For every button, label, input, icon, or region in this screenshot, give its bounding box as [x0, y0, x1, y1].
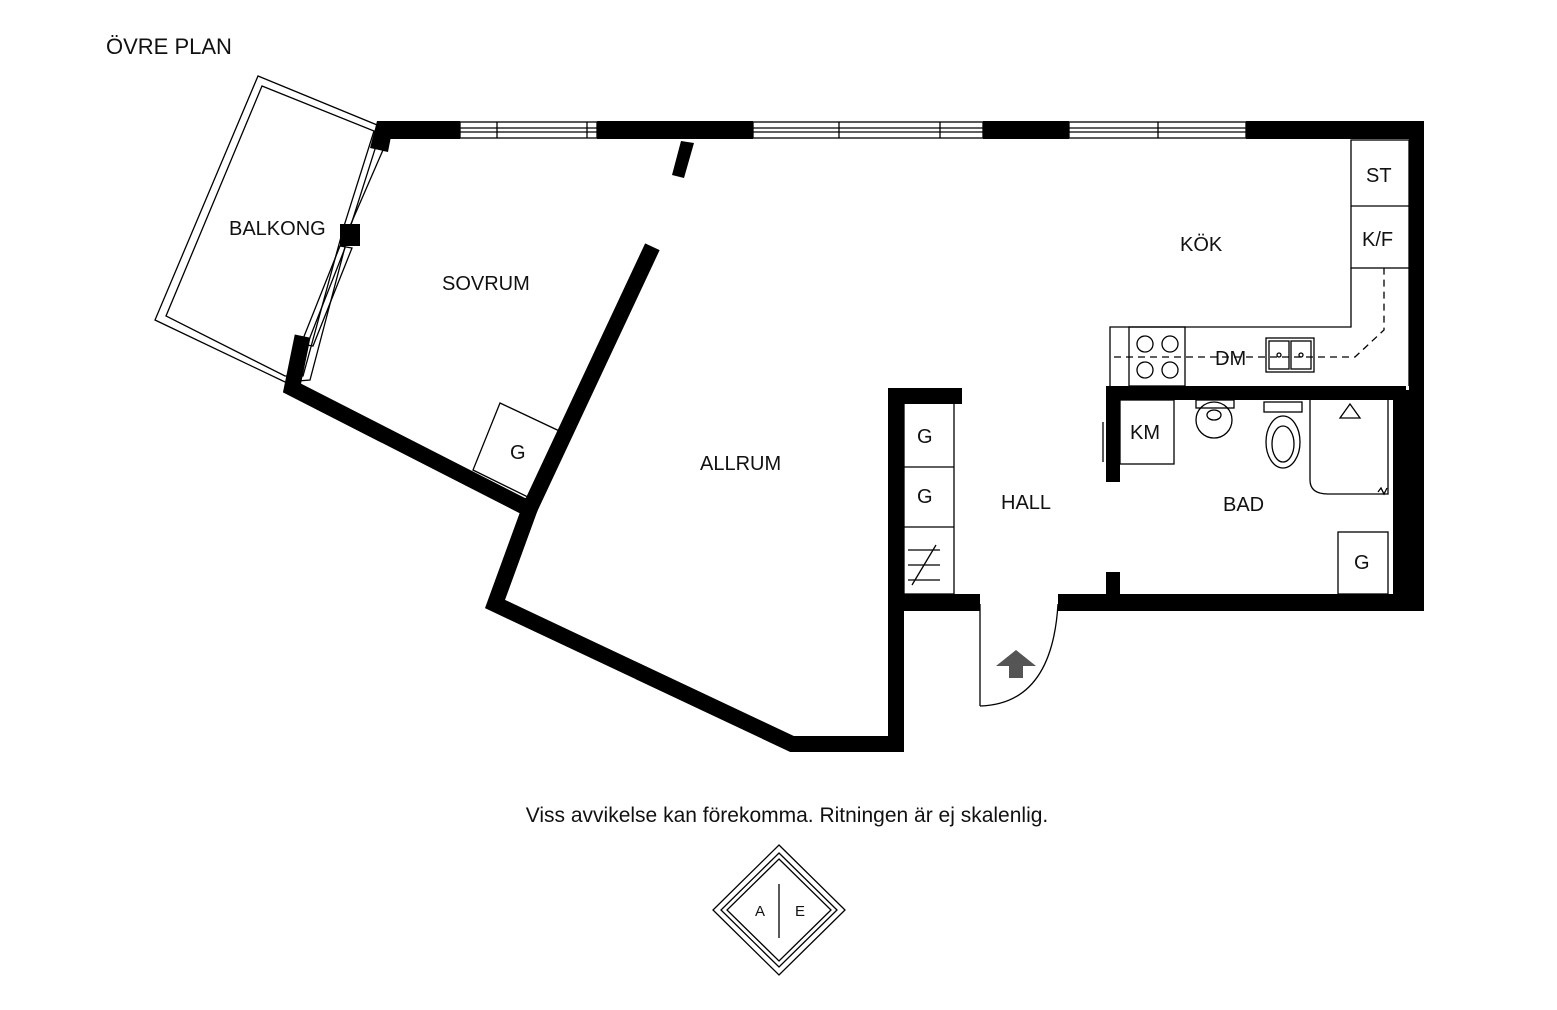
entrance-door	[979, 603, 1059, 707]
room-label-sovrum: SOVRUM	[442, 273, 530, 295]
fixture-label-km: KM	[1130, 422, 1160, 444]
logo-letter-right: E	[795, 903, 805, 920]
brand-logo: A E	[712, 844, 846, 976]
balcony-door	[300, 149, 384, 347]
room-label-balkong: BALKONG	[229, 218, 326, 240]
bathroom-fixtures	[1102, 399, 1389, 496]
kitchen-fixtures	[1109, 139, 1410, 387]
fixture-label-dm: DM	[1215, 348, 1246, 370]
disclaimer-text: Viss avvikelse kan förekomma. Ritningen …	[526, 804, 1049, 827]
logo-letter-left: A	[755, 903, 765, 920]
walls	[282, 121, 1424, 752]
closets	[472, 402, 1389, 595]
plan-title: ÖVRE PLAN	[106, 34, 232, 59]
closet-label-hall-2: G	[917, 486, 933, 508]
room-label-allrum: ALLRUM	[700, 453, 781, 475]
windows	[459, 121, 1247, 139]
closet-label-bad: G	[1354, 552, 1370, 574]
room-label-hall: HALL	[1001, 492, 1051, 514]
room-label-kok: KÖK	[1180, 234, 1223, 256]
fixture-label-kf: K/F	[1362, 229, 1393, 251]
closet-label-hall-1: G	[917, 426, 933, 448]
fixture-label-st: ST	[1366, 165, 1392, 187]
room-label-bad: BAD	[1223, 494, 1264, 516]
closet-label-sovrum: G	[510, 442, 526, 464]
